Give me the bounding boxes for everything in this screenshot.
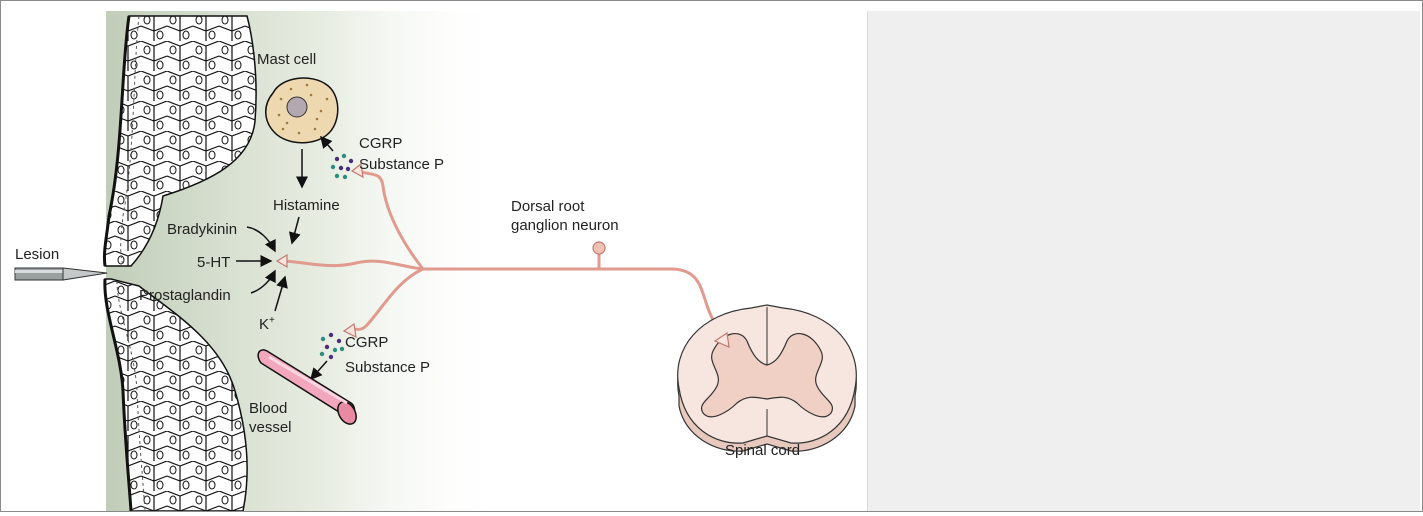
cgrp-top-label: CGRP bbox=[359, 135, 402, 152]
lesion-label: Lesion bbox=[15, 246, 59, 263]
spinal-cord bbox=[678, 305, 857, 451]
spinal-cord-label: Spinal cord bbox=[725, 442, 800, 459]
five-ht-label: 5-HT bbox=[197, 254, 230, 271]
blood-vessel-label-line2: vessel bbox=[249, 419, 292, 436]
dorsal-root-label-line1: Dorsal root bbox=[511, 198, 585, 215]
empty-panel bbox=[867, 11, 1420, 511]
blood-vessel-label-line1: Blood bbox=[249, 400, 287, 417]
bradykinin-label: Bradykinin bbox=[167, 221, 237, 238]
pain-pathway-illustration: Lesion Mast cell Histamine bbox=[11, 11, 867, 511]
mast-cell-label: Mast cell bbox=[257, 51, 316, 68]
substance-p-top-label: Substance P bbox=[359, 156, 444, 173]
ganglion-soma bbox=[593, 242, 605, 254]
substance-p-bottom-label: Substance P bbox=[345, 359, 430, 376]
diagram-svg: Lesion Mast cell Histamine bbox=[11, 11, 867, 511]
mast-cell bbox=[266, 78, 338, 143]
lesion-needle bbox=[15, 268, 107, 280]
prostaglandin-label: Prostaglandin bbox=[139, 287, 231, 304]
cgrp-bottom-label: CGRP bbox=[345, 334, 388, 351]
dorsal-root-label-line2: ganglion neuron bbox=[511, 217, 619, 234]
histamine-label: Histamine bbox=[273, 197, 340, 214]
